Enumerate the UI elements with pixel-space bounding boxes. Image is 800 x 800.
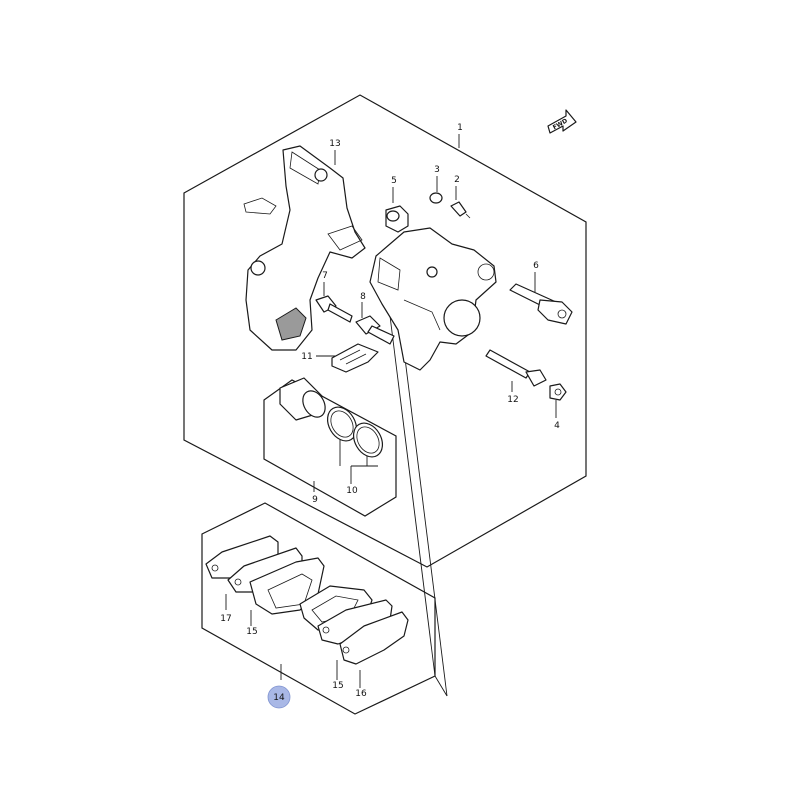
leader-lines — [225, 134, 557, 697]
label-part-11: 11 — [301, 352, 312, 362]
bleeder-valve — [450, 201, 471, 219]
pin-boot — [385, 205, 409, 233]
brake-pad-left — [249, 557, 325, 615]
label-part-17: 17 — [220, 614, 231, 624]
caliper-body — [369, 227, 497, 371]
label-part-13: 13 — [329, 139, 340, 149]
label-part-4: 4 — [554, 421, 560, 431]
caliper-pin — [509, 283, 573, 325]
caliper-bracket — [243, 145, 366, 351]
label-part-12: 12 — [507, 395, 518, 405]
piston-seal-outer — [326, 406, 358, 442]
label-part-15-left: 15 — [246, 627, 257, 637]
label-part-5: 5 — [391, 176, 397, 186]
label-part-6: 6 — [533, 261, 539, 271]
pin-nut — [549, 383, 567, 401]
seal-kit-frame — [263, 379, 397, 517]
bleeder-cap — [429, 192, 443, 204]
piston-seal-inner — [352, 422, 384, 458]
piston — [279, 377, 326, 421]
label-part-15-right: 15 — [332, 681, 343, 691]
label-part-2: 2 — [454, 175, 460, 185]
slide-pin — [485, 349, 547, 387]
caliper-assembly-frame — [183, 94, 587, 568]
pad-shim-right — [339, 611, 409, 665]
pad-spring — [331, 343, 379, 373]
highlight-marker — [267, 685, 291, 709]
label-part-9: 9 — [312, 495, 318, 505]
label-part-14: 14 — [273, 693, 285, 703]
label-part-16: 16 — [355, 689, 367, 699]
label-part-10: 10 — [346, 486, 358, 496]
label-part-8: 8 — [360, 292, 366, 302]
label-part-7: 7 — [322, 271, 328, 281]
label-part-3: 3 — [434, 165, 440, 175]
label-part-1: 1 — [457, 123, 463, 133]
forward-arrow-icon: FWD — [547, 109, 577, 134]
pad-pin — [355, 315, 395, 345]
pin-bolt-7 — [315, 295, 353, 323]
